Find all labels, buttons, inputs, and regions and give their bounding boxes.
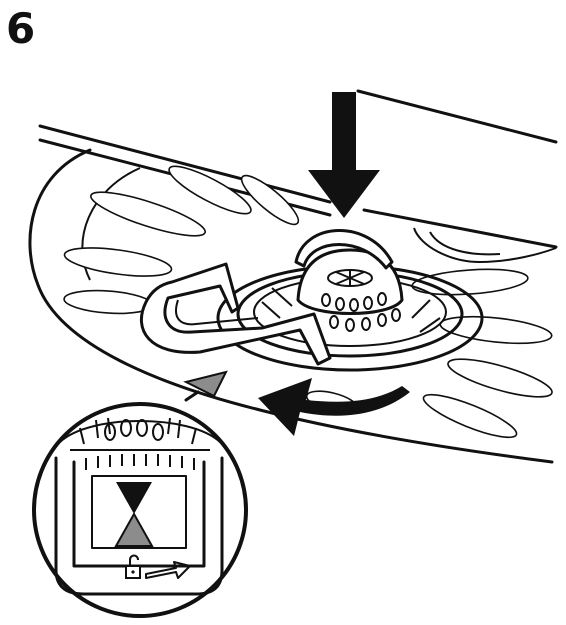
filter-dome <box>296 248 404 332</box>
drain-vanes <box>63 165 557 439</box>
detail-callout <box>32 390 248 618</box>
filter-handle <box>294 229 394 270</box>
arrow-down-icon <box>308 92 380 218</box>
triangle-marker-icon <box>183 370 228 398</box>
rotate-counterclockwise-icon <box>258 378 410 436</box>
filter-grip <box>140 262 332 366</box>
hourglass-marker-icon <box>116 482 152 514</box>
unlock-padlock-icon <box>125 554 141 579</box>
arrow-right-icon <box>145 561 191 579</box>
step-number: 6 <box>6 4 36 53</box>
